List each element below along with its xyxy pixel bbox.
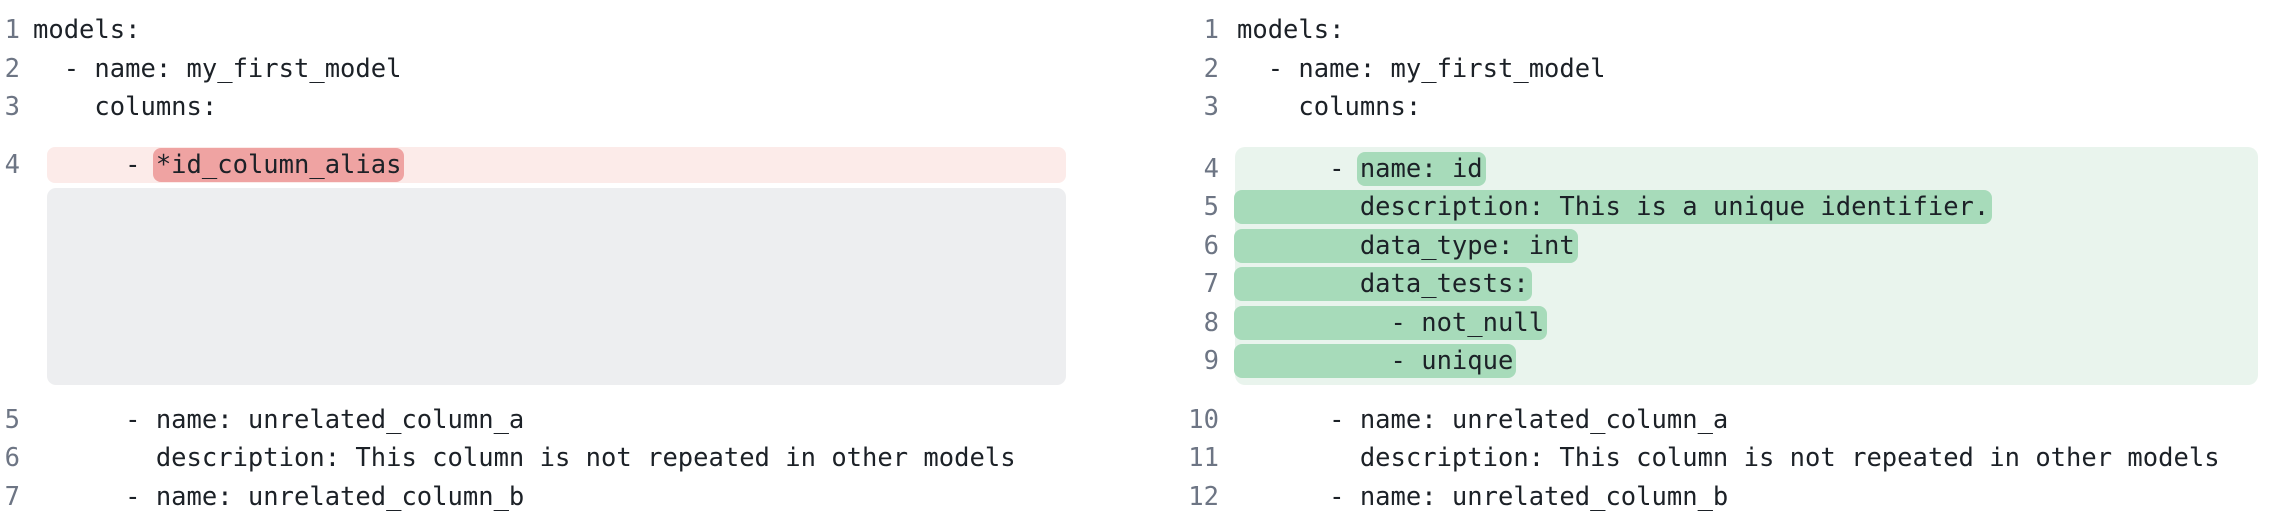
added-token: data_tests: xyxy=(1234,267,1532,302)
line-number: 1 xyxy=(1203,15,1219,46)
code-line: 2 - name: my_first_model xyxy=(1139,50,2278,89)
code-text: - name: id xyxy=(1237,151,1486,186)
code-line: 11 description: This column is not repea… xyxy=(1139,439,2278,478)
line-number: 11 xyxy=(1188,443,1219,474)
code-text: - name: unrelated_column_a xyxy=(33,404,525,435)
code-line: 5 description: This is a unique identifi… xyxy=(1139,188,2278,227)
code-text: columns: xyxy=(33,92,218,123)
code-line: 3 columns: xyxy=(0,88,1139,127)
added-token: data_type: int xyxy=(1234,228,1578,263)
added-lines-block: 4 - name: id 5 description: This is a un… xyxy=(1139,146,2278,385)
code-text: - name: unrelated_column_b xyxy=(33,481,525,512)
line-number: 5 xyxy=(4,404,20,435)
code-text: data_tests: xyxy=(1234,267,1532,302)
code-prefix: - xyxy=(1237,153,1360,184)
code-text: - not_null xyxy=(1234,305,1548,340)
line-number: 2 xyxy=(1203,53,1219,84)
line-number: 7 xyxy=(4,481,20,512)
code-text: - unique xyxy=(1234,344,1517,379)
code-line: 5 - name: unrelated_column_a xyxy=(0,401,1139,440)
code-line: 4 - *id_column_alias xyxy=(0,147,1139,183)
code-line: 3 columns: xyxy=(1139,88,2278,127)
line-number: 6 xyxy=(1203,230,1219,261)
line-number: 3 xyxy=(1203,92,1219,123)
line-number: 4 xyxy=(4,149,20,180)
line-number: 10 xyxy=(1188,404,1219,435)
code-line: 7 - name: unrelated_column_b xyxy=(0,478,1139,517)
added-token: - not_null xyxy=(1234,305,1548,340)
code-line: 9 - unique xyxy=(1139,342,2278,381)
code-text: - name: my_first_model xyxy=(1237,53,1606,84)
code-text: columns: xyxy=(1237,92,1422,123)
code-text: models: xyxy=(33,15,141,46)
code-line: 12 - name: unrelated_column_b xyxy=(1139,478,2278,517)
code-text: data_type: int xyxy=(1234,228,1578,263)
diff-pane-after: 1 models: 2 - name: my_first_model 3 col… xyxy=(1139,0,2278,528)
code-prefix: - xyxy=(33,149,156,180)
code-line: 7 data_tests: xyxy=(1139,265,2278,304)
line-number: 6 xyxy=(4,443,20,474)
code-line: 6 description: This column is not repeat… xyxy=(0,439,1139,478)
code-line: 4 - name: id xyxy=(1139,150,2278,189)
code-text: description: This column is not repeated… xyxy=(1237,443,2220,474)
code-text: - name: unrelated_column_b xyxy=(1237,481,1729,512)
code-line: 1 models: xyxy=(0,11,1139,50)
line-number: 1 xyxy=(4,15,20,46)
line-number: 3 xyxy=(4,92,20,123)
line-number: 8 xyxy=(1203,307,1219,338)
code-line: 10 - name: unrelated_column_a xyxy=(1139,401,2278,440)
code-text: - name: my_first_model xyxy=(33,53,402,84)
code-text: - name: unrelated_column_a xyxy=(1237,404,1729,435)
line-number: 7 xyxy=(1203,269,1219,300)
code-text: description: This is a unique identifier… xyxy=(1234,190,1993,225)
line-number: 2 xyxy=(4,53,20,84)
context-block: 5 - name: unrelated_column_a 6 descripti… xyxy=(0,401,1139,517)
removed-token: *id_column_alias xyxy=(152,147,405,182)
line-number: 12 xyxy=(1188,481,1219,512)
added-token: - unique xyxy=(1234,344,1517,379)
added-token: description: This is a unique identifier… xyxy=(1234,190,1993,225)
code-text: models: xyxy=(1237,15,1345,46)
code-line: 6 data_type: int xyxy=(1139,227,2278,266)
line-number: 9 xyxy=(1203,346,1219,377)
code-text: - *id_column_alias xyxy=(33,147,405,182)
code-line: 1 models: xyxy=(1139,11,2278,50)
code-line: 2 - name: my_first_model xyxy=(0,50,1139,89)
diff-pane-before: 1 models: 2 - name: my_first_model 3 col… xyxy=(0,11,1139,517)
code-text: description: This column is not repeated… xyxy=(33,443,1016,474)
collapsed-placeholder xyxy=(47,187,1066,385)
line-number: 5 xyxy=(1203,192,1219,223)
context-block: 10 - name: unrelated_column_a 11 descrip… xyxy=(1139,401,2278,517)
removed-line-row: 4 - *id_column_alias xyxy=(0,146,1139,183)
code-line: 8 - not_null xyxy=(1139,304,2278,343)
line-number: 4 xyxy=(1203,153,1219,184)
added-token: name: id xyxy=(1356,151,1486,186)
